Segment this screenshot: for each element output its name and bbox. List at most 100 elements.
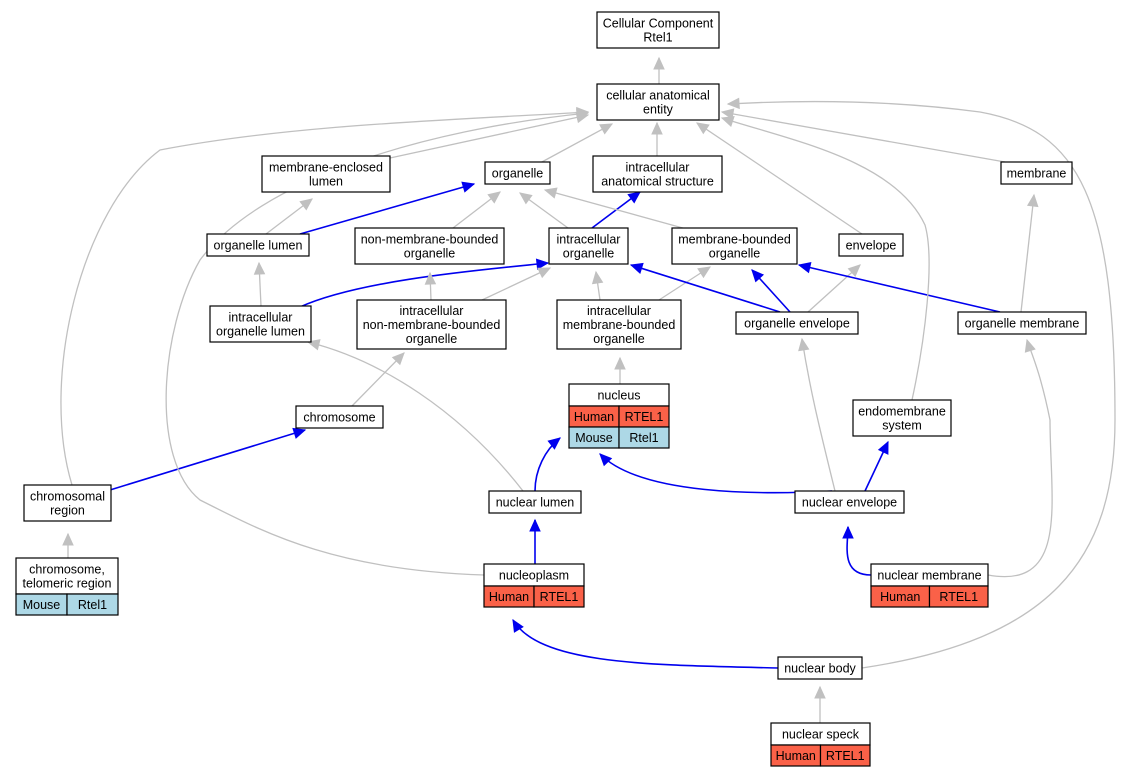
node-box — [794, 490, 905, 514]
node-label: organelle envelope — [744, 317, 850, 331]
part-of-edge — [751, 269, 791, 313]
node-inmbo[interactable]: intracellularnon-membrane-boundedorganel… — [356, 299, 507, 350]
node-nbody[interactable]: nuclear body — [777, 656, 863, 680]
node-box — [488, 490, 582, 514]
node-box — [957, 311, 1087, 335]
node-label: nucleoplasm — [499, 569, 569, 583]
part-of-edge — [529, 518, 541, 564]
gene-cell — [66, 593, 119, 616]
species-label: Human — [574, 410, 614, 424]
node-label: envelope — [846, 239, 897, 253]
node-label: organelle — [492, 167, 543, 181]
gene-label: RTEL1 — [826, 749, 865, 763]
gene-label: RTEL1 — [540, 590, 579, 604]
is-a-edge — [1020, 193, 1039, 313]
is-a-edge — [539, 123, 614, 164]
node-envelope[interactable]: envelope — [838, 233, 904, 257]
node-box — [556, 299, 682, 350]
node-organelle[interactable]: organelle — [484, 161, 551, 185]
node-label: membrane — [1007, 167, 1067, 181]
node-label: nuclear body — [784, 662, 856, 676]
node-label: intracellular — [587, 304, 651, 318]
is-a-edge — [814, 685, 826, 723]
is-a-edge — [351, 352, 405, 407]
node-omem[interactable]: organelle membrane — [957, 311, 1087, 335]
node-label: chromosome — [303, 411, 375, 425]
node-label: nuclear speck — [782, 728, 860, 742]
node-box — [852, 399, 952, 437]
node-label: endomembrane — [858, 405, 946, 419]
node-label: intracellular — [400, 304, 464, 318]
part-of-edge — [299, 181, 476, 235]
is-a-edge — [696, 122, 863, 235]
is-a-edge — [543, 187, 691, 231]
gene-cell — [928, 585, 989, 608]
part-of-edge — [629, 262, 781, 313]
node-label: chromosomal — [30, 490, 105, 504]
part-of-edge — [512, 618, 779, 669]
node-label: chromosome, — [29, 563, 105, 577]
is-a-edge — [653, 56, 665, 84]
part-of-edge — [797, 261, 1001, 313]
node-nenv[interactable]: nuclear envelope — [794, 490, 905, 514]
node-label: organelle — [593, 332, 644, 346]
node-label: nuclear lumen — [496, 496, 575, 510]
node-box — [15, 557, 119, 595]
node-label: membrane-enclosed — [269, 161, 383, 175]
is-a-edge — [253, 261, 266, 307]
node-membrane[interactable]: membrane — [1000, 161, 1073, 185]
is-a-edge — [614, 356, 626, 384]
node-label: non-membrane-bounded — [361, 233, 499, 247]
node-ol[interactable]: organelle lumen — [206, 233, 310, 257]
node-label: intracellular — [557, 233, 621, 247]
node-box — [206, 233, 310, 257]
is-a-edge — [726, 97, 1116, 669]
node-label: Rtel1 — [643, 31, 672, 45]
node-label: nuclear envelope — [802, 496, 897, 510]
node-box — [735, 311, 859, 335]
gene-label: RTEL1 — [625, 410, 664, 424]
node-label: region — [50, 504, 85, 518]
node-label: system — [882, 419, 922, 433]
part-of-edge — [109, 427, 307, 491]
is-a-edge — [481, 267, 552, 301]
node-chromosome[interactable]: chromosome — [295, 405, 384, 429]
node-box — [23, 484, 112, 522]
node-label: entity — [643, 103, 674, 117]
gene-cell — [533, 585, 585, 608]
node-label: membrane-bounded — [678, 233, 791, 247]
node-box — [838, 233, 904, 257]
node-label: non-membrane-bounded — [363, 318, 501, 332]
node-label: organelle — [404, 247, 455, 261]
node-nlumen[interactable]: nuclear lumen — [488, 490, 582, 514]
node-label: nucleus — [597, 389, 640, 403]
is-a-edge — [265, 198, 313, 235]
node-box — [548, 227, 629, 265]
node-label: membrane-bounded — [563, 318, 676, 332]
node-box — [354, 227, 505, 265]
node-label: anatomical structure — [601, 175, 714, 189]
node-label: telomeric region — [23, 577, 112, 591]
node-oenv[interactable]: organelle envelope — [735, 311, 859, 335]
part-of-edge — [299, 258, 550, 308]
is-a-edge — [591, 270, 604, 301]
part-of-edge — [599, 453, 833, 494]
node-box — [261, 155, 391, 193]
part-of-edge — [842, 525, 872, 576]
